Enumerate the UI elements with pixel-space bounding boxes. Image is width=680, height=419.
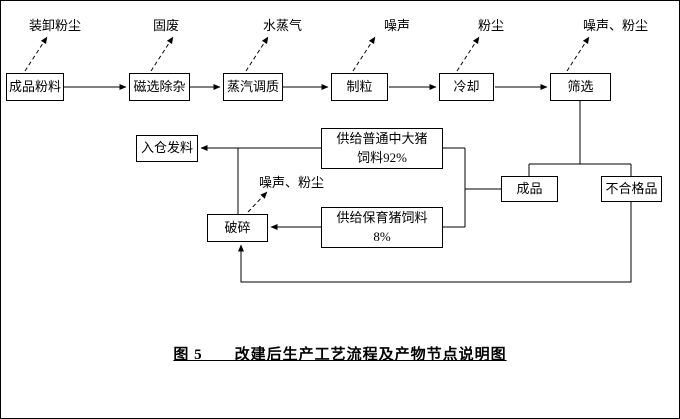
nursery-pig-feed-text: 供给保育猪饲料8% (336, 210, 428, 244)
emission-label-noise-dust: 噪声、粉尘 (583, 18, 649, 33)
emission-label-steam: 水蒸气 (263, 18, 303, 33)
dashed-arrow-noise (352, 36, 376, 72)
process-box-cooling: 冷却 (439, 73, 494, 101)
box-unqualified-product: 不合格品 (601, 176, 662, 202)
figure-caption: 图 5 改建后生产工艺流程及产物节点说明图 (1, 343, 679, 364)
dashed-arrow-solid-waste (150, 36, 174, 72)
process-box-steam-conditioning: 蒸汽调质 (223, 73, 283, 101)
figure-caption-text: 图 5 改建后生产工艺流程及产物节点说明图 (173, 347, 507, 363)
dashed-arrow-crushing-noise-dust (247, 191, 268, 213)
process-box-finished-powder: 成品粉料 (6, 73, 64, 101)
dashed-arrow-dust (456, 36, 480, 72)
emission-label-loading-dust: 装卸粉尘 (29, 18, 82, 33)
box-warehouse-dispatch: 入仓发料 (136, 135, 198, 162)
box-finished-product: 成品 (501, 176, 558, 202)
emission-label-crushing-noise-dust: 噪声、粉尘 (259, 175, 325, 190)
box-large-pig-feed-allocation: 供给普通中大猪饲料92% (321, 128, 443, 169)
process-box-granulation: 制粒 (331, 73, 388, 101)
emission-label-noise: 噪声 (384, 18, 411, 33)
dashed-arrow-loading-dust (24, 36, 48, 72)
large-pig-feed-text: 供给普通中大猪饲料92% (336, 131, 428, 165)
emission-label-solid-waste: 固废 (153, 18, 180, 33)
arrow-unqualified-return-to-crushing (238, 202, 632, 283)
emission-label-dust: 粉尘 (478, 18, 505, 33)
box-crushing: 破碎 (207, 214, 268, 242)
process-box-screening: 筛选 (550, 73, 611, 101)
process-box-magnetic-separation: 磁选除杂 (129, 73, 190, 101)
box-nursery-pig-feed-allocation: 供给保育猪饲料8% (321, 207, 443, 248)
dashed-arrow-steam-vapor (245, 36, 269, 72)
dashed-arrow-noise-dust (566, 36, 590, 72)
